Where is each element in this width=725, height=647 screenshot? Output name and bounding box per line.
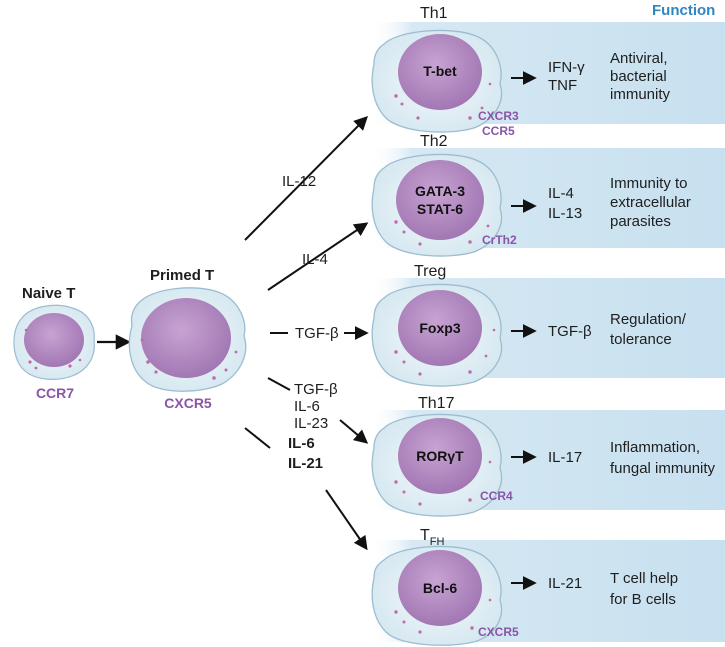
signal-th2: IL-4 (302, 251, 328, 268)
th2-cytokine-1: IL-4 (548, 185, 574, 202)
signal-tfh-1: IL-6 (288, 435, 315, 452)
th2-granules (394, 220, 490, 246)
treg-nucleus-label: Foxp3 (419, 320, 460, 336)
arrow-to-th2 (267, 222, 369, 291)
th1-function-3: immunity (610, 86, 671, 103)
th1-cytokine-1: IFN-γ (548, 59, 585, 76)
th17-title: Th17 (418, 395, 455, 412)
signal-th17-1: TGF-β (294, 381, 338, 398)
naive-nucleus (24, 313, 84, 367)
th2-title: Th2 (420, 133, 448, 150)
naive-title: Naive T (22, 285, 75, 302)
th2-nucleus-label-2: STAT-6 (417, 201, 463, 217)
th2-marker-1: CrTh2 (482, 233, 517, 247)
naive-granules (24, 328, 82, 370)
signal-tfh-2: IL-21 (288, 455, 323, 472)
tfh-granules (394, 598, 492, 634)
signal-arrows (244, 116, 369, 551)
tfh-title-sub: FH (430, 536, 445, 548)
tfh-nucleus (398, 550, 482, 626)
th17-function-1: Inflammation, (610, 439, 700, 456)
th1-title: Th1 (420, 5, 448, 22)
th1-nucleus (398, 34, 482, 110)
signal-labels: IL-12 IL-4 TGF-β TGF-β IL-6 IL-23 IL-6 I… (282, 173, 339, 472)
treg-granules (394, 328, 496, 376)
arrow-to-th17 (339, 419, 369, 444)
th2-cytokine-2: IL-13 (548, 205, 582, 222)
primed-granules (140, 338, 238, 380)
th1-marker-1: CXCR3 (478, 109, 519, 123)
th1-function-2: bacterial (610, 68, 667, 85)
treg-function-1: Regulation/ (610, 311, 687, 328)
th17-nucleus-label: RORγT (416, 448, 464, 464)
th2-nucleus (396, 160, 484, 240)
primed-nucleus (141, 298, 231, 378)
treg-function-2: tolerance (610, 331, 672, 348)
th1-marker-2: CCR5 (482, 124, 515, 138)
th2-nucleus-label-1: GATA-3 (415, 183, 465, 199)
signal-th17-3: IL-23 (294, 415, 328, 432)
signal-treg: TGF-β (295, 325, 339, 342)
th1-function-1: Antiviral, (610, 50, 668, 67)
tfh-cytokine-1: IL-21 (548, 575, 582, 592)
tfh-nucleus-label: Bcl-6 (423, 580, 457, 596)
naive-marker: CCR7 (36, 385, 74, 401)
arrow-to-th17-stub (267, 377, 291, 391)
treg-title: Treg (414, 263, 446, 280)
arrow-to-tfh (325, 489, 368, 551)
th1-cytokine-2: TNF (548, 77, 577, 94)
th17-marker-1: CCR4 (480, 489, 513, 503)
tfh-title: TFH (420, 527, 445, 548)
th2-function-1: Immunity to (610, 175, 688, 192)
branch-th1: Th1 T-bet CXCR3 CCR5 IFN-γ TNF Antiviral… (371, 5, 671, 138)
naive-t-cell: Naive T CCR7 (13, 285, 95, 401)
branch-treg: Treg Foxp3 TGF-β Regulation/ tolerance (371, 263, 687, 387)
tfh-function-1: T cell help (610, 570, 678, 587)
th17-cytokine-1: IL-17 (548, 449, 582, 466)
th17-nucleus (398, 418, 482, 494)
function-header: Function (652, 2, 715, 19)
th17-function-2: fungal immunity (610, 460, 716, 477)
th2-function-3: parasites (610, 213, 671, 230)
tfh-function-2: for B cells (610, 591, 676, 608)
primed-title: Primed T (150, 267, 214, 284)
signal-th1: IL-12 (282, 173, 316, 190)
th1-granules (394, 82, 492, 120)
primed-t-cell: Primed T CXCR5 (128, 267, 247, 411)
th1-nucleus-label: T-bet (423, 63, 457, 79)
branch-th17: Th17 RORγT CCR4 IL-17 Inflammation, fung… (371, 395, 716, 517)
th2-function-2: extracellular (610, 194, 691, 211)
branch-tfh: TFH Bcl-6 CXCR5 IL-21 T cell help for B … (371, 527, 678, 646)
primed-marker: CXCR5 (164, 395, 212, 411)
th17-granules (394, 460, 492, 506)
arrow-to-th1 (244, 116, 368, 241)
signal-th17-2: IL-6 (294, 398, 320, 415)
branch-th2: Th2 GATA-3 STAT-6 CrTh2 IL-4 IL-13 Immun… (371, 133, 691, 257)
tfh-title-main: T (420, 527, 430, 544)
arrow-to-tfh-stub (244, 427, 271, 449)
treg-cytokine-1: TGF-β (548, 323, 592, 340)
tfh-marker-1: CXCR5 (478, 625, 519, 639)
treg-nucleus (398, 290, 482, 366)
